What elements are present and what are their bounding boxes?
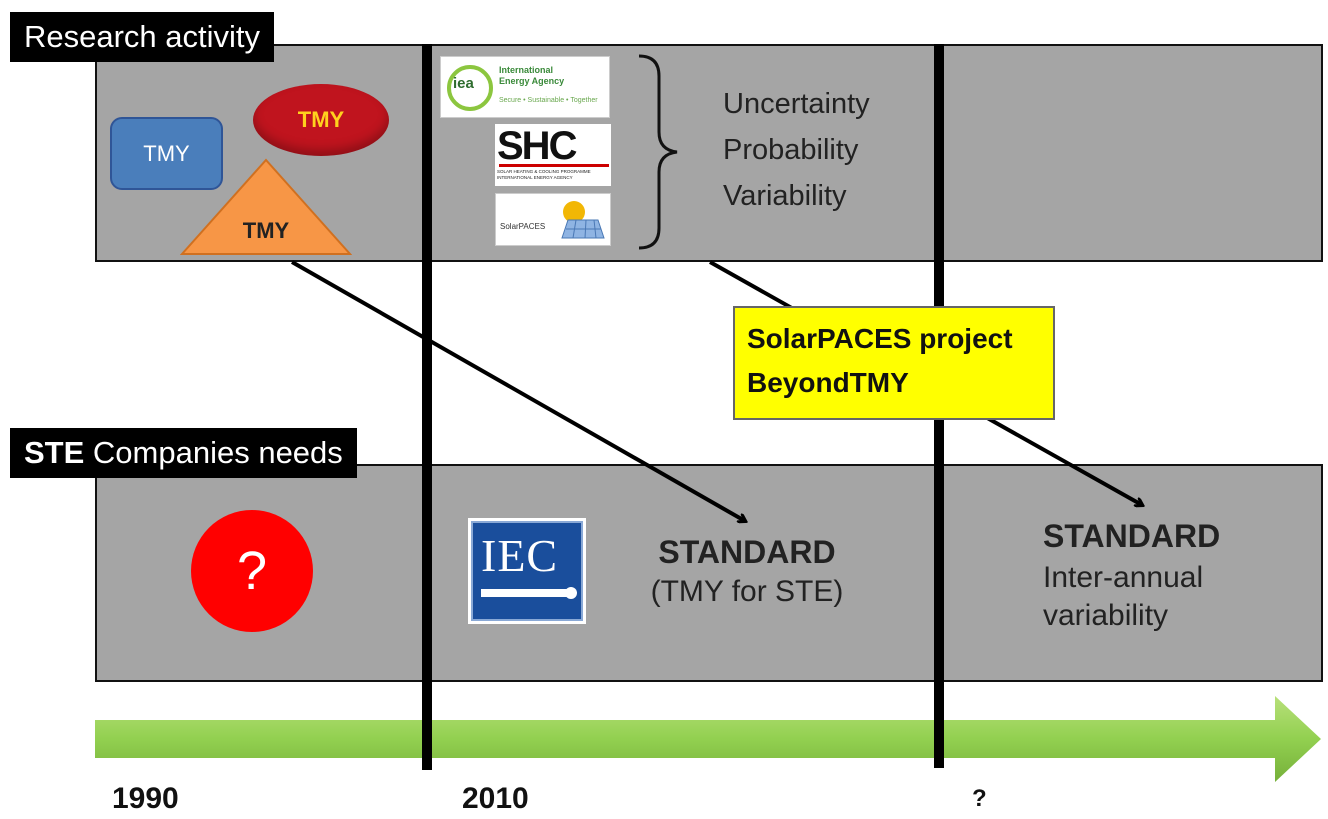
research-activity-label: Research activity [10,12,275,62]
callout-line2: BeyondTMY [747,367,909,398]
ste-companies-label: STE Companies needs [10,428,357,478]
tmy-box-text: TMY [143,140,190,166]
tmy-ellipse: TMY [253,84,389,156]
standard-tmy-block: STANDARD (TMY for STE) [627,534,867,609]
topic-uncertainty: Uncertainty [723,88,870,120]
iec-logo: IEC [468,518,586,624]
iea-tagline: Secure • Sustainable • Together [499,97,598,104]
question-mark: ? [236,541,268,601]
companies-needs-text: Companies needs [84,435,343,470]
ste-bold-text: STE [24,435,85,470]
standard-tmy-subtitle: (TMY for STE) [650,575,844,608]
topic-probability: Probability [723,134,859,166]
timeline-arrow [95,696,1321,782]
iea-logo: iea International Energy Agency Secure •… [440,56,610,118]
arrow-to-standard-tmy [291,260,745,521]
tmy-triangle-text: TMY [242,218,290,243]
tmy-box: TMY [110,117,223,190]
iea-mark: iea [453,75,474,92]
shc-logo: SHC SOLAR HEATING & COOLING PROGRAMME IN… [495,124,611,186]
solar-panel-icon [561,201,605,239]
standard-variability-title: STANDARD [1043,518,1221,554]
standard-tmy-title: STANDARD [658,534,836,570]
standard-variability-line1: Inter-annual [1043,561,1204,594]
year-1990: 1990 [112,782,179,815]
question-circle: ? [191,510,313,632]
iec-bar [481,589,571,597]
shc-mark: SHC [497,124,577,168]
solarpaces-logo: SolarPACES [495,193,611,246]
iea-circle-icon [447,65,493,111]
tmy-triangle [180,158,352,255]
curly-brace-icon [638,54,678,250]
solarpaces-name: SolarPACES [500,222,546,231]
year-unknown: ? [972,785,987,812]
standard-variability-block: STANDARD Inter-annual variability [1043,518,1220,633]
standard-variability-line2: variability [1043,599,1169,632]
divider-2010 [422,44,432,770]
iec-mark: IEC [481,530,559,581]
topic-variability: Variability [723,180,847,212]
iea-name-line1: International [499,65,554,75]
year-2010: 2010 [462,782,529,815]
callout-line1: SolarPACES project [747,323,1013,354]
tmy-ellipse-text: TMY [297,107,345,132]
beyondtmy-callout: SolarPACES project BeyondTMY [733,306,1055,420]
shc-line2: INTERNATIONAL ENERGY AGENCY [497,175,573,180]
iea-name-line2: Energy Agency [499,76,565,86]
shc-line1: SOLAR HEATING & COOLING PROGRAMME [497,169,591,174]
iec-dot [565,587,577,599]
shc-red-bar [499,164,609,167]
research-topics: Uncertainty Probability Variability [723,81,870,219]
